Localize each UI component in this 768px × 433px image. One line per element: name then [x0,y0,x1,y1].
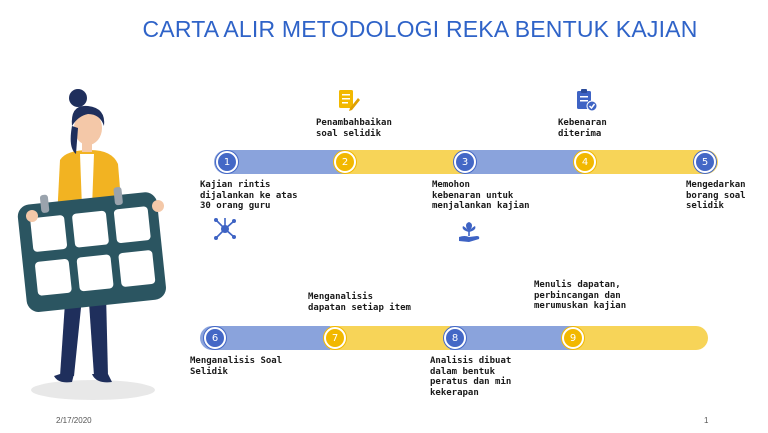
step-9-marker: 9 [562,327,584,349]
woman-calendar-illustration [17,89,166,400]
slide-date: 2/17/2020 [56,416,92,425]
step-5-label: Mengedarkan borang soal selidik [686,180,746,211]
slide-title: CARTA ALIR METODOLOGI REKA BENTUK KAJIAN [142,16,698,42]
network-icon [214,218,236,240]
step-7-marker: 7 [324,327,346,349]
step-5-marker: 5 [694,151,716,173]
step-6-label: Menganalisis Soal Selidik [190,356,283,377]
step-4-marker: 4 [574,151,596,173]
step-2-label: Penambahbaikan soal selidik [316,118,392,139]
step-8-label: Analisis dibuat dalam bentuk peratus dan… [430,356,512,398]
document-pencil-icon [339,90,360,111]
step-9-label: Menulis dapatan, perbincangan dan merumu… [534,280,627,311]
clipboard-check-icon [577,89,598,112]
page-number: 1 [704,416,709,425]
step-1-marker: 1 [216,151,238,173]
timeline-bar-1 [214,150,718,174]
hand-plant-icon [459,222,480,242]
step-8-marker: 8 [444,327,466,349]
step-2-marker: 2 [334,151,356,173]
step-7-label: Menganalisis dapatan setiap item [308,292,411,313]
step-1-label: Kajian rintis dijalankan ke atas 30 oran… [200,180,298,211]
step-3-marker: 3 [454,151,476,173]
step-3-label: Memohon kebenaran untuk menjalankan kaji… [432,180,530,211]
step-6-marker: 6 [204,327,226,349]
step-4-label: Kebenaran diterima [558,118,607,139]
